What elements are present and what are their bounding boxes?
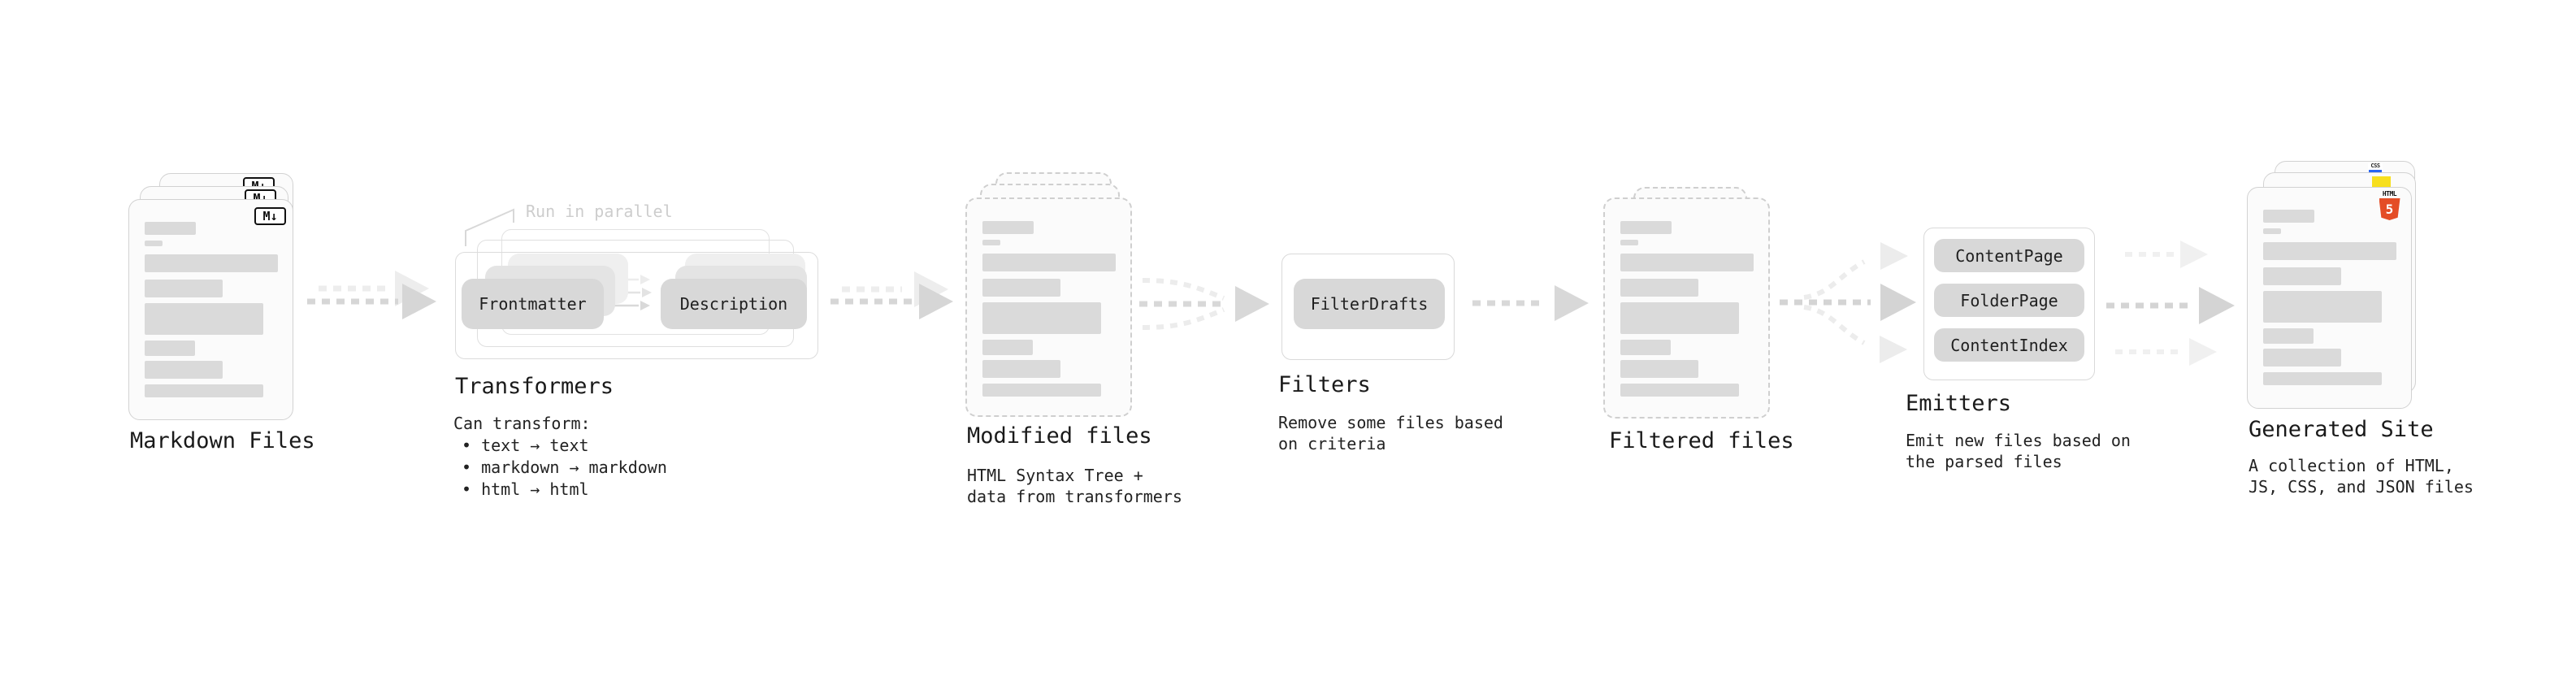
arrow-transformers-to-modified-echo: [842, 271, 948, 307]
skeleton-bar: [982, 221, 1034, 234]
transformers-desc-line: Can transform:: [453, 414, 591, 433]
emitters-desc-line: the parsed files: [1906, 452, 2062, 471]
description-pill: Description: [661, 279, 807, 329]
skeleton-bar: [1620, 302, 1739, 334]
skeleton-bar: [1620, 221, 1672, 234]
css-icon-bar: [2369, 170, 2382, 172]
markdown-icon: M↓: [254, 207, 286, 225]
skeleton-bar: [1620, 384, 1739, 397]
arrow-markdown-to-transformers: [307, 284, 436, 319]
transformers-desc-line: • html → html: [462, 479, 589, 499]
skeleton-bar: [2263, 242, 2396, 260]
arrow-emitters-to-generated: [2106, 241, 2235, 366]
arrow-modified-to-filters: [1139, 278, 1269, 330]
skeleton-bar: [1620, 360, 1698, 378]
arrow-transformers-to-modified: [830, 284, 953, 319]
skeleton-bar: [145, 254, 278, 272]
filters-desc-line: Remove some files based: [1278, 413, 1503, 432]
stage-title-emitters: Emitters: [1906, 391, 2012, 416]
stage-title-filtered-files: Filtered files: [1609, 428, 1794, 453]
skeleton-bar: [145, 384, 263, 397]
stage-title-transformers: Transformers: [455, 374, 614, 399]
skeleton-bar: [2263, 210, 2314, 223]
skeleton-bar: [982, 384, 1101, 397]
stage-title-generated-site: Generated Site: [2249, 417, 2434, 442]
generated-desc-line: JS, CSS, and JSON files: [2249, 477, 2474, 497]
skeleton-bar: [2263, 291, 2382, 323]
css-icon: CSS: [2368, 163, 2383, 172]
skeleton-bar: [1620, 240, 1638, 245]
js-icon: [2372, 176, 2391, 187]
skeleton-bar: [145, 280, 223, 297]
markdown-file-card: [128, 199, 293, 420]
generated-desc-line: A collection of HTML,: [2249, 456, 2454, 475]
html5-icon-shield: 5: [2379, 198, 2400, 220]
arrow-filtered-to-emitters: [1780, 242, 1916, 363]
transformers-box: [455, 252, 818, 359]
transformers-desc-line: • markdown → markdown: [462, 458, 667, 477]
skeleton-bar: [982, 302, 1101, 334]
skeleton-bar: [145, 340, 195, 356]
modified-desc-line: data from transformers: [967, 487, 1182, 506]
stage-title-modified-files: Modified files: [967, 423, 1152, 449]
skeleton-bar: [1620, 340, 1671, 355]
html5-icon: HTML 5: [2379, 191, 2400, 222]
folderpage-pill: FolderPage: [1934, 284, 2084, 317]
skeleton-bar: [145, 222, 196, 235]
skeleton-bar: [145, 241, 163, 246]
filtered-file-card: [1603, 197, 1770, 419]
arrow-markdown-to-transformers-echo: [319, 271, 429, 306]
html5-icon-word: HTML: [2382, 190, 2397, 197]
skeleton-bar: [1620, 254, 1754, 271]
skeleton-bar: [982, 279, 1060, 297]
emitters-desc-line: Emit new files based on: [1906, 431, 2131, 450]
skeleton-bar: [2263, 228, 2281, 234]
skeleton-bar: [982, 254, 1116, 271]
skeleton-bar: [2263, 349, 2341, 367]
modified-desc-line: HTML Syntax Tree +: [967, 466, 1143, 485]
contentpage-pill: ContentPage: [1934, 239, 2084, 272]
run-in-parallel-annotation: Run in parallel: [526, 202, 673, 221]
skeleton-bar: [2263, 372, 2382, 385]
contentindex-pill: ContentIndex: [1934, 328, 2084, 362]
skeleton-bar: [982, 240, 1000, 245]
arrow-filters-to-filtered: [1472, 285, 1589, 321]
stage-title-filters: Filters: [1278, 372, 1371, 397]
transformers-desc-line: • text → text: [462, 436, 589, 455]
stage-title-markdown-files: Markdown Files: [130, 428, 315, 453]
filterdrafts-pill: FilterDrafts: [1294, 279, 1445, 329]
modified-file-card: [965, 197, 1132, 417]
skeleton-bar: [145, 303, 263, 335]
filters-desc-line: on criteria: [1278, 434, 1386, 453]
css-icon-label: CSS: [2370, 163, 2380, 169]
skeleton-bar: [145, 361, 223, 379]
generated-file-card: [2247, 187, 2412, 409]
skeleton-bar: [2263, 267, 2341, 285]
skeleton-bar: [982, 360, 1060, 378]
skeleton-bar: [2263, 328, 2314, 344]
frontmatter-pill: Frontmatter: [462, 279, 604, 329]
skeleton-bar: [982, 340, 1033, 355]
skeleton-bar: [1620, 279, 1698, 297]
